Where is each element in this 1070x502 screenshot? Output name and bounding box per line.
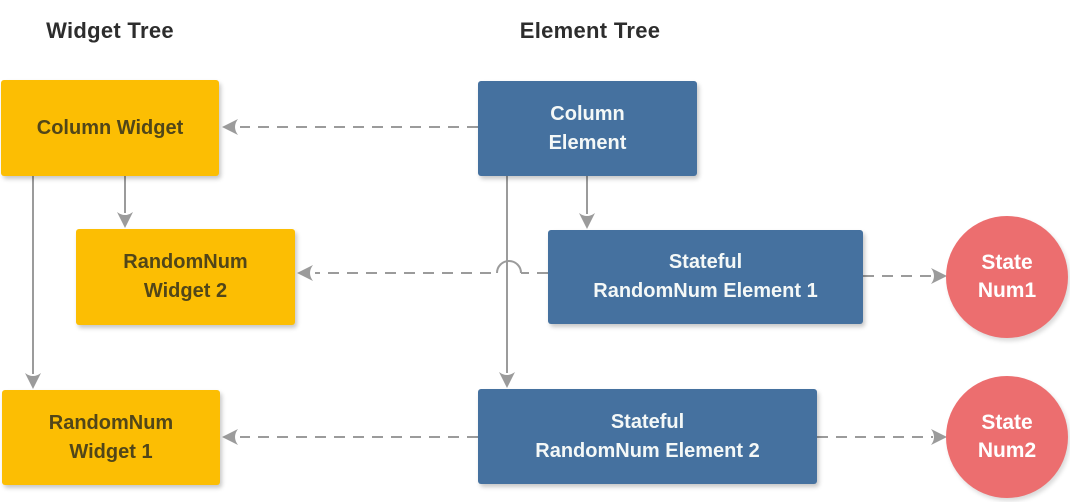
line-hop-arc [496,260,522,274]
state-num1-node: State Num1 [946,216,1068,338]
arrowhead-right-icon [931,268,947,284]
arrowhead-left-icon [222,429,238,445]
stateful-randomnum-element-2-node: Stateful RandomNum Element 2 [478,389,817,484]
element-tree-title: Element Tree [519,18,661,43]
arrowhead-down-icon [579,213,595,229]
stateful-randomnum-element-1-node: Stateful RandomNum Element 1 [548,230,863,324]
column-widget-node: Column Widget [1,80,219,176]
randomnum-widget-2-node: RandomNum Widget 2 [76,229,295,325]
column-element-node: Column Element [478,81,697,176]
arrowhead-down-icon [499,372,515,388]
state-num2-node: State Num2 [946,376,1068,498]
arrowhead-left-icon [297,265,313,281]
arrowhead-left-icon [222,119,238,135]
arrowhead-down-icon [25,373,41,389]
widget-tree-title: Widget Tree [46,18,174,43]
arrowhead-right-icon [931,429,947,445]
arrowhead-down-icon [117,212,133,228]
randomnum-widget-1-node: RandomNum Widget 1 [2,390,220,485]
